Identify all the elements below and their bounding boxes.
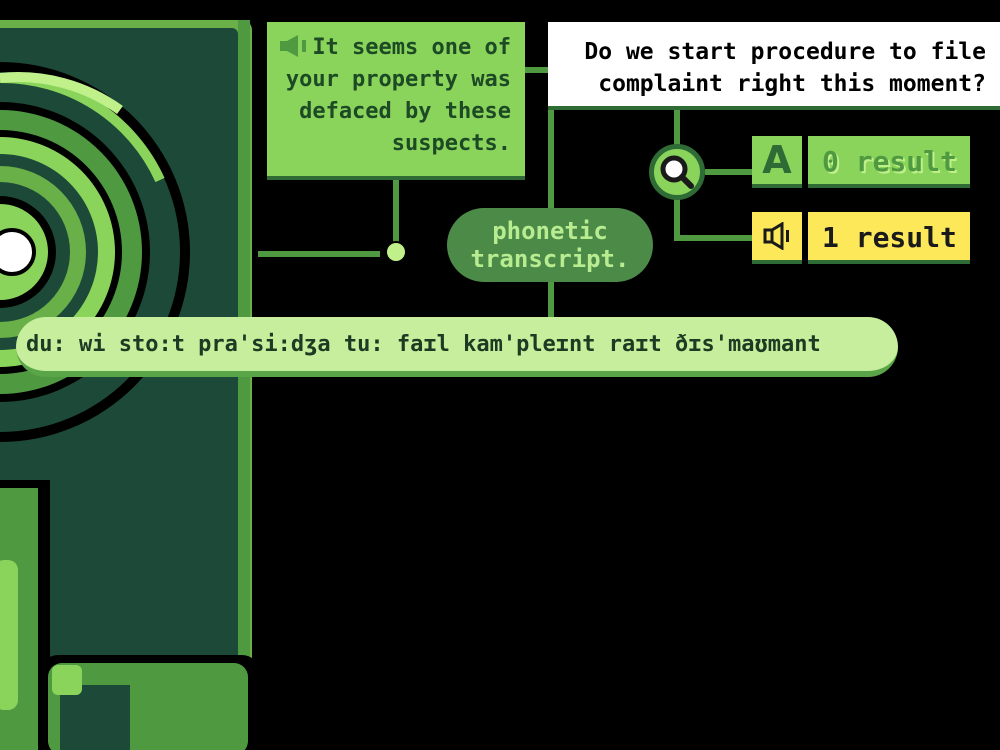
phonetic-tag-line1: phonetic: [492, 217, 608, 245]
question-box: Do we start procedure to file complaint …: [548, 22, 1000, 110]
narration-box: It seems one of your property was deface…: [267, 22, 525, 180]
speaker-icon: [752, 212, 802, 264]
result-row-text[interactable]: A 0 result: [752, 136, 970, 188]
question-text: Do we start procedure to file complaint …: [584, 39, 986, 97]
phonetic-tag-line2: transcript.: [470, 245, 630, 273]
magnifier-icon: [660, 155, 694, 189]
result-label-text: 0 result: [808, 136, 970, 188]
device-pipe: [0, 480, 260, 750]
phonetic-transcript-tag: phonetic transcript.: [447, 208, 653, 282]
search-node[interactable]: [649, 144, 705, 200]
transcript-text: du: wi sto:t pra'si:dʒa tu: faɪl kam'ple…: [26, 331, 821, 357]
narration-text: It seems one of your property was deface…: [285, 35, 511, 156]
result-label-audio: 1 result: [808, 212, 970, 264]
speaker-icon[interactable]: [278, 34, 308, 58]
phonetic-transcript-bar: du: wi sto:t pra'si:dʒa tu: faɪl kam'ple…: [16, 317, 898, 377]
letter-a-icon: A: [752, 136, 802, 188]
result-row-audio[interactable]: 1 result: [752, 212, 970, 264]
